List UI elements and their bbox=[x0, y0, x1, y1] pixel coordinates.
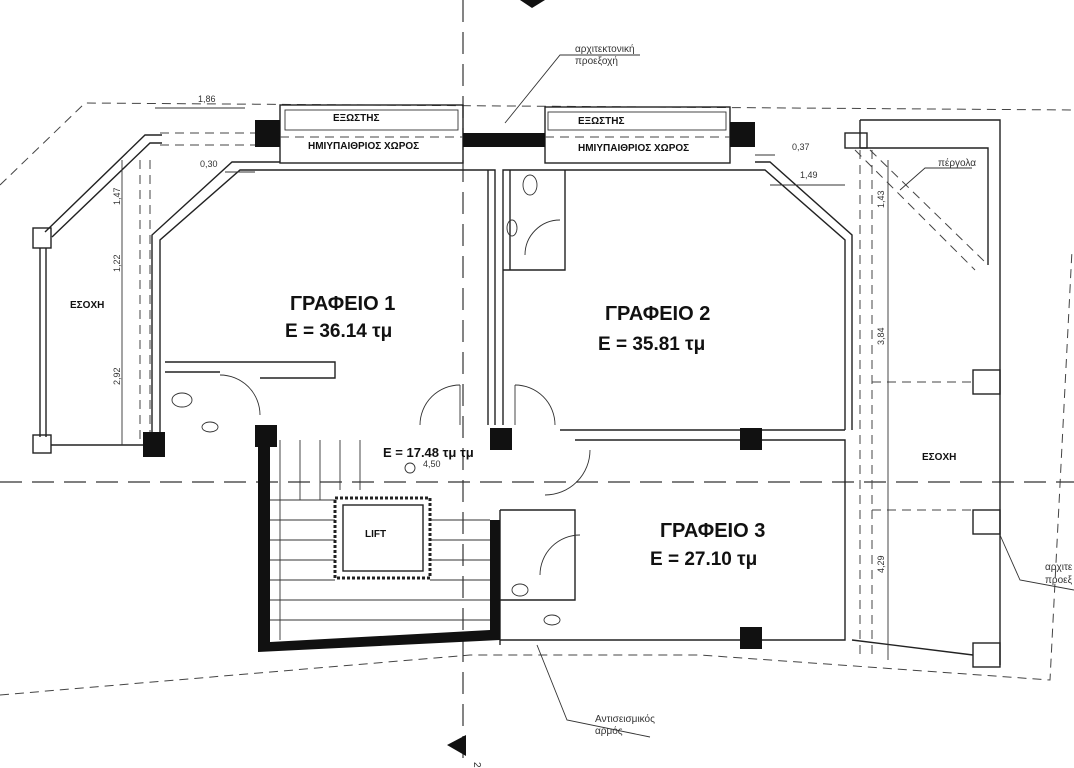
office-3-walls bbox=[499, 439, 846, 645]
note-pergola: πέργολα bbox=[938, 157, 976, 169]
left-recess-label: ΕΣΟΧΗ bbox=[70, 300, 104, 311]
dim-right-v2: 3,84 bbox=[876, 327, 886, 345]
left-recess bbox=[32, 132, 255, 454]
note-arch-right-1: αρχιτε bbox=[1045, 562, 1073, 573]
dim-top-left: 1,86 bbox=[198, 94, 216, 104]
leader-arch-right bbox=[999, 534, 1074, 591]
leader-arch-top bbox=[504, 54, 640, 124]
property-boundary bbox=[0, 102, 1074, 696]
office-2-walls bbox=[502, 161, 853, 431]
dim-left-v3: 2,92 bbox=[112, 367, 122, 385]
common-area: Ε = 17.48 τμ τμ bbox=[383, 445, 474, 460]
toilet-icon bbox=[511, 583, 529, 597]
dim-right-v3: 4,29 bbox=[876, 555, 886, 573]
leader-joint bbox=[536, 644, 651, 738]
dim-right-offset: 0,37 bbox=[792, 142, 810, 152]
office-1-area: Ε = 36.14 τμ bbox=[285, 321, 392, 342]
dimension-lines bbox=[155, 107, 845, 186]
staircase bbox=[258, 440, 500, 652]
sink-icon bbox=[506, 219, 518, 237]
dim-right-v1: 1,43 bbox=[876, 190, 886, 208]
beam bbox=[463, 133, 545, 147]
right-recess-label: ΕΣΟΧΗ bbox=[922, 452, 956, 463]
office-1-name: ΓΡΑΦΕΙΟ 1 bbox=[290, 293, 395, 315]
office-3-area: Ε = 27.10 τμ bbox=[650, 549, 757, 570]
note-arch-right-2: προεξ bbox=[1045, 575, 1073, 586]
balcony-2-title: ΕΞΩΣΤΗΣ bbox=[578, 116, 624, 127]
dim-right-h: 1,49 bbox=[800, 170, 818, 180]
dim-left-offset: 0,30 bbox=[200, 159, 218, 169]
leader-pergola bbox=[899, 167, 972, 191]
right-recess bbox=[844, 119, 1001, 668]
balcony-1-subtitle: ΗΜΙΥΠΑΙΘΡΙΟΣ ΧΩΡΟΣ bbox=[308, 141, 419, 152]
balcony-2 bbox=[544, 106, 731, 164]
balcony-2-subtitle: ΗΜΙΥΠΑΙΘΡΙΟΣ ΧΩΡΟΣ bbox=[578, 143, 689, 154]
dim-left-v1: 1,47 bbox=[112, 187, 122, 205]
note-joint-1: Αντισεισμικός bbox=[595, 713, 655, 725]
level-value: 4,50 bbox=[423, 459, 441, 469]
office-2-name: ΓΡΑΦΕΙΟ 2 bbox=[605, 303, 710, 325]
office-3-name: ΓΡΑΦΕΙΟ 3 bbox=[660, 520, 765, 542]
toilet-icon bbox=[522, 174, 538, 196]
lift-shaft bbox=[333, 496, 432, 580]
columns bbox=[143, 120, 762, 649]
section-mark-label: 2 bbox=[471, 762, 482, 768]
section-marker-top bbox=[520, 0, 545, 8]
level-marker-icon bbox=[404, 462, 416, 474]
note-arch-top-2: προεξοχή bbox=[575, 55, 618, 67]
sink-icon bbox=[543, 614, 561, 626]
office-2-area: Ε = 35.81 τμ bbox=[598, 334, 705, 355]
dim-left-v2: 1,22 bbox=[112, 254, 122, 272]
note-joint-2: αρμός bbox=[595, 725, 623, 737]
sink-icon bbox=[201, 421, 219, 433]
balcony-1-title: ΕΞΩΣΤΗΣ bbox=[333, 113, 379, 124]
section-marker-bottom bbox=[447, 735, 466, 756]
lift-label: LIFT bbox=[365, 529, 386, 540]
toilet-icon bbox=[171, 392, 193, 408]
office-1-walls bbox=[151, 161, 496, 440]
note-arch-top-1: αρχιτεκτονική bbox=[575, 43, 635, 55]
